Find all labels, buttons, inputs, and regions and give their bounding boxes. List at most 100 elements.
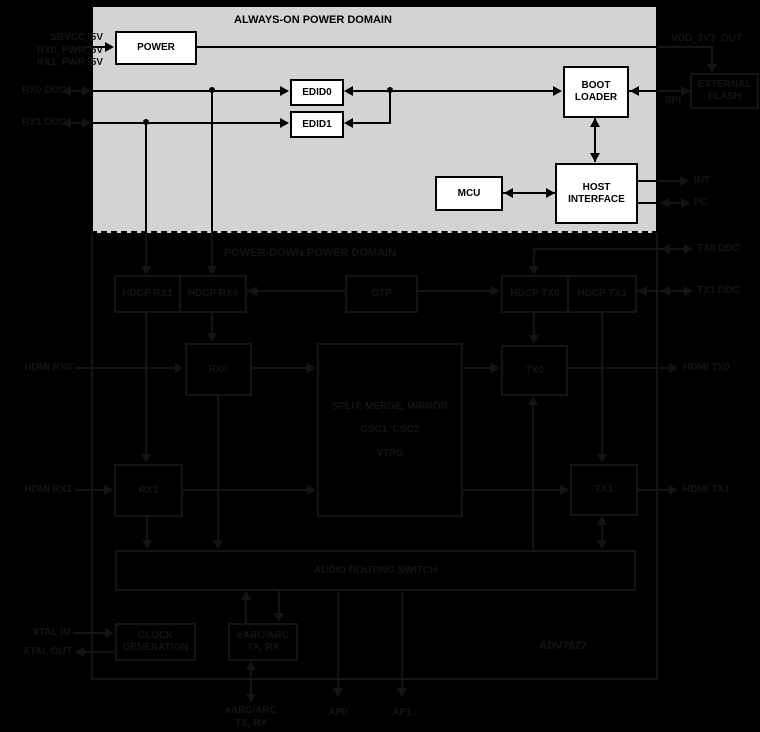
pin-label-hdmi-tx1: HDMI TX1 [683, 484, 730, 495]
arrowhead [681, 198, 690, 208]
wire [533, 313, 535, 335]
arrowhead [141, 266, 151, 275]
arrowhead [82, 86, 91, 96]
arrowhead [681, 86, 690, 96]
arrowhead [62, 118, 71, 128]
power-block: POWER [115, 31, 197, 65]
arrowhead [669, 485, 678, 495]
wire [658, 180, 680, 182]
wire [145, 122, 147, 233]
wire [629, 90, 658, 92]
wire [658, 46, 712, 48]
junction-dot [209, 87, 215, 93]
wire [91, 90, 280, 92]
hdcp-tx0-block: HDCP TX0 [501, 275, 569, 313]
arrowhead [175, 363, 184, 373]
power-down-domain-title: POWER-DOWN POWER DOMAIN [223, 247, 397, 259]
arrowhead [590, 153, 600, 162]
wire [389, 90, 553, 92]
arrowhead [104, 485, 113, 495]
wire [217, 396, 219, 540]
arrowhead [597, 540, 607, 549]
wire [638, 489, 669, 491]
arrowhead [246, 661, 256, 670]
wire [348, 122, 389, 124]
always-on-domain-title: ALWAYS-ON POWER DOMAIN [234, 14, 392, 26]
arrowhead [597, 454, 607, 463]
arrowhead [684, 244, 693, 254]
pin-label-power-supplies: SBVCC_5V RX0_PWR_5V RX1_PWR_5V [36, 32, 103, 68]
arrowhead [661, 244, 670, 254]
pin-label-earc-arc: eARC/ARC TX, RX [225, 705, 277, 729]
wire [183, 489, 307, 491]
wire [638, 180, 658, 182]
arrowhead [491, 363, 500, 373]
host-interface-block: HOST INTERFACE [555, 163, 638, 224]
pin-label-ap1: AP1 [392, 707, 412, 718]
pin-label-rx1-ddc: RX1 DDC [22, 117, 66, 128]
wire [337, 591, 339, 688]
wire [658, 248, 684, 250]
arrowhead [397, 688, 407, 697]
arrowhead [142, 540, 152, 549]
clock-generation-block: CLOCK GENERATION [115, 623, 196, 661]
arrowhead [344, 118, 353, 128]
arrowhead [669, 363, 678, 373]
arrowhead [207, 266, 217, 275]
edid0-block: EDID0 [290, 79, 344, 106]
arrowhead [560, 485, 569, 495]
wire [70, 90, 82, 92]
wire [401, 591, 403, 688]
wire [463, 367, 491, 369]
wire [75, 367, 175, 369]
arrowhead [344, 86, 353, 96]
hdcp-rx0-block: HDCP RX0 [179, 275, 247, 313]
pin-label-hdmi-rx0: HDMI RX0 [24, 362, 72, 373]
pin-label-xtal-out: XTAL OUT [22, 646, 72, 657]
wire [197, 46, 658, 48]
arrowhead [248, 286, 257, 296]
arrowhead [246, 694, 256, 703]
tx0-block: TX0 [501, 345, 568, 396]
hdcp-tx1-block: HDCP TX1 [567, 275, 637, 313]
audio-routing-switch-block: AUDIO ROUTING SWITCH [115, 550, 636, 591]
boot-loader-block: BOOT LOADER [563, 66, 629, 118]
wire [348, 90, 389, 92]
wire [91, 46, 105, 48]
arrowhead [333, 688, 343, 697]
wire [211, 90, 213, 233]
wire [532, 405, 534, 550]
arrowhead [82, 118, 91, 128]
wire [252, 367, 307, 369]
pin-label-ap0: AP0 [328, 707, 348, 718]
arrowhead [660, 198, 669, 208]
wire [145, 233, 147, 266]
arrowhead [529, 335, 539, 344]
wire [389, 90, 391, 124]
wire [245, 600, 247, 623]
rx0-block: RX0 [185, 343, 252, 396]
part-number: ADV7627 [539, 640, 587, 652]
arrowhead [504, 188, 513, 198]
wire [250, 670, 252, 694]
wire [75, 489, 104, 491]
pin-label-int: INT [694, 175, 711, 186]
arrowhead [207, 333, 217, 342]
arrowhead [105, 42, 114, 52]
pin-label-rx0-ddc: RX0 DDC [22, 85, 66, 96]
arrowhead [280, 118, 289, 128]
wire [418, 290, 491, 292]
arrowhead [680, 176, 689, 186]
hdcp-rx1-block: HDCP RX1 [114, 275, 181, 313]
junction-dot [143, 119, 149, 125]
pin-label-tx0-ddc: TX0 DDC [697, 243, 740, 254]
edid1-block: EDID1 [290, 111, 344, 138]
wire [534, 248, 658, 250]
wire [278, 591, 280, 613]
wire [637, 290, 658, 292]
arrowhead [213, 540, 223, 549]
wire [73, 632, 105, 634]
pin-label-xtal-in: XTAL IN [32, 627, 70, 638]
wire [146, 517, 148, 540]
